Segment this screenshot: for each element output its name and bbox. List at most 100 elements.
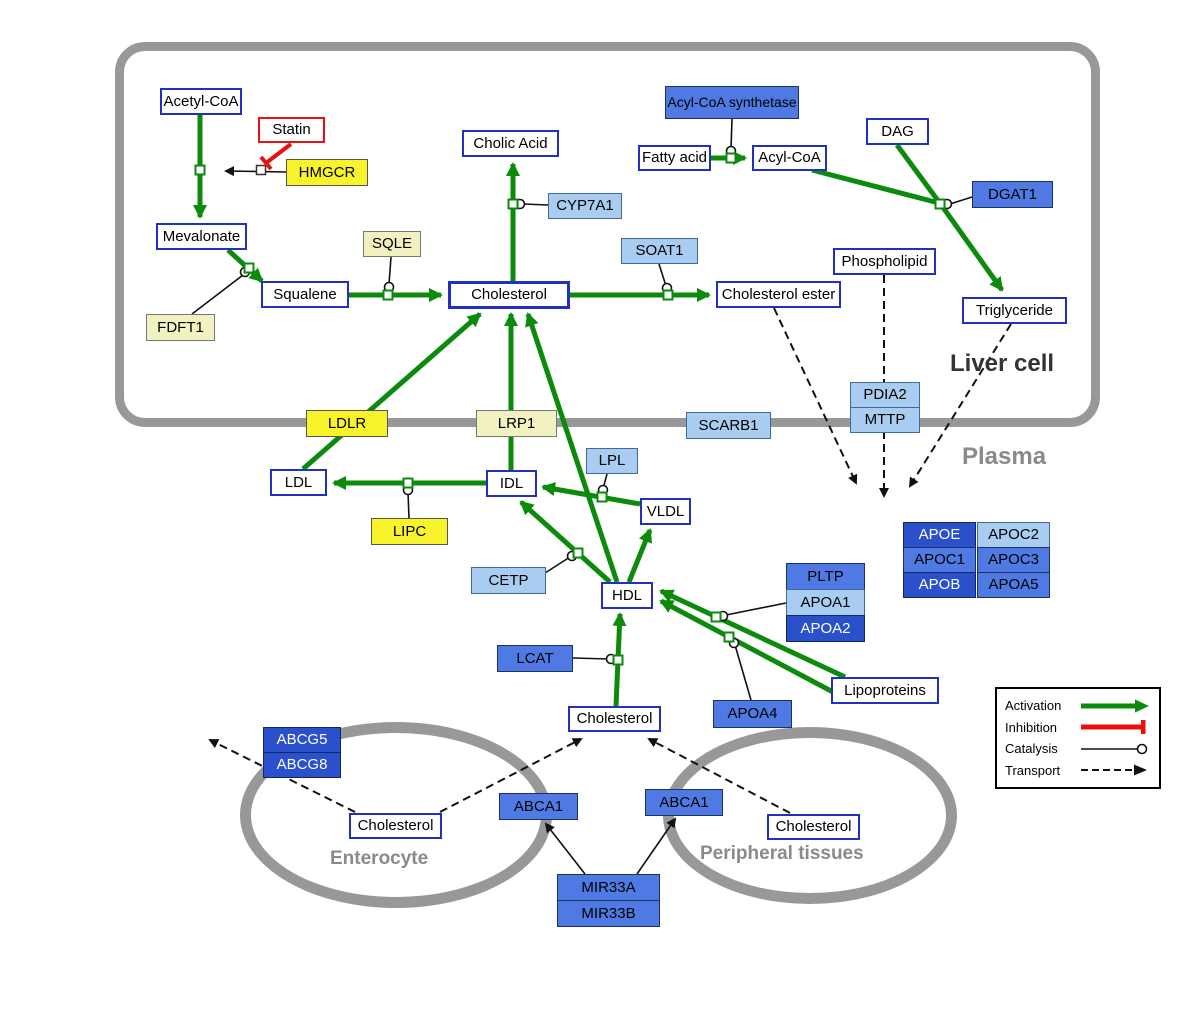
catalysis-lipc: [402, 484, 414, 519]
catalysis-dgat1: [941, 196, 973, 210]
node-cholic-acid[interactable]: Cholic Acid: [462, 130, 559, 157]
node-cetp[interactable]: CETP: [471, 567, 546, 594]
node-apoa2[interactable]: APOA2: [786, 615, 865, 642]
enterocyte-label: Enterocyte: [330, 848, 429, 869]
peripheral-tissues-label: Peripheral tissues: [700, 843, 864, 864]
node-hdl[interactable]: HDL: [601, 582, 653, 609]
node-abcg8[interactable]: ABCG8: [263, 752, 341, 778]
node-cholesterol-liver[interactable]: Cholesterol: [448, 281, 570, 309]
reaction-node: [507, 198, 519, 210]
inhibition-bar-icon: [1081, 720, 1146, 735]
reaction-node: [934, 198, 946, 210]
node-apoe[interactable]: APOE: [903, 522, 976, 548]
arrow-mir33-abca1-right: [636, 817, 677, 875]
plasma-label: Plasma: [962, 443, 1047, 470]
node-pltp[interactable]: PLTP: [786, 563, 865, 590]
node-sqle[interactable]: SQLE: [363, 231, 421, 257]
node-mir33b[interactable]: MIR33B: [557, 900, 660, 927]
catalysis-acylcoa-synthetase: [725, 118, 737, 157]
catalysis-hmgcr: [224, 164, 287, 177]
node-apoa5[interactable]: APOA5: [977, 572, 1050, 598]
node-abca1-peripheral[interactable]: ABCA1: [645, 789, 723, 816]
node-fatty-acid[interactable]: Fatty acid: [638, 145, 711, 171]
transport-arrow-icon: [1081, 764, 1147, 776]
node-lipc[interactable]: LIPC: [371, 518, 448, 545]
legend-inhibition-label: Inhibition: [1005, 719, 1058, 735]
node-cholesterol-enterocyte[interactable]: Cholesterol: [349, 813, 442, 839]
reaction-node: [723, 631, 735, 643]
reaction-node: [572, 547, 584, 559]
node-ldlr[interactable]: LDLR: [306, 410, 388, 437]
catalysis-soat1: [658, 263, 673, 294]
liver-cell-label: Liver cell: [950, 350, 1055, 377]
node-lcat[interactable]: LCAT: [497, 645, 573, 672]
node-dag[interactable]: DAG: [866, 118, 929, 145]
node-statin[interactable]: Statin: [258, 117, 325, 143]
node-abca1-enterocyte[interactable]: ABCA1: [499, 793, 578, 820]
legend-transport-row: Transport: [1005, 760, 1151, 782]
node-mevalonate[interactable]: Mevalonate: [156, 223, 247, 250]
node-acetyl-coa[interactable]: Acetyl-CoA: [160, 88, 242, 115]
edge-hdl-cholesterol: [525, 312, 620, 583]
node-mir33a[interactable]: MIR33A: [557, 874, 660, 901]
node-dgat1[interactable]: DGAT1: [972, 181, 1053, 208]
edge-hdl-vldl: [626, 528, 653, 583]
reaction-node: [725, 152, 737, 164]
edge-dag-dgat-junction: [894, 143, 942, 204]
edge-ldl-cholesterol: [301, 312, 482, 471]
arrow-mir33-abca1-left: [544, 822, 586, 875]
catalysis-lcat: [572, 653, 617, 665]
legend-inhibition-row: Inhibition: [1005, 717, 1151, 739]
node-apoa1[interactable]: APOA1: [786, 589, 865, 616]
node-soat1[interactable]: SOAT1: [621, 238, 698, 264]
node-apoc3[interactable]: APOC3: [977, 547, 1050, 573]
catalysis-cyp7a1: [514, 198, 549, 210]
catalysis-lpl: [597, 473, 609, 496]
reaction-node: [662, 289, 674, 301]
node-lipoproteins[interactable]: Lipoproteins: [831, 677, 939, 704]
reaction-node: [596, 491, 608, 503]
node-apoa4[interactable]: APOA4: [713, 700, 792, 728]
legend-activation-row: Activation: [1005, 695, 1151, 717]
node-acyl-coa-synthetase[interactable]: Acyl-CoA synthetase: [665, 86, 799, 119]
reaction-node: [382, 289, 394, 301]
reaction-node: [194, 164, 206, 176]
inhibition-statin: [259, 142, 293, 171]
node-cholesterol-plasma[interactable]: Cholesterol: [568, 706, 661, 732]
node-scarb1[interactable]: SCARB1: [686, 412, 771, 439]
transport-cholesterolester-plasma: [773, 307, 858, 485]
legend-transport-label: Transport: [1005, 762, 1061, 778]
node-cholesterol-peripheral[interactable]: Cholesterol: [767, 814, 860, 840]
node-vldl[interactable]: VLDL: [640, 498, 691, 525]
node-triglyceride[interactable]: Triglyceride: [962, 297, 1067, 324]
node-lrp1[interactable]: LRP1: [476, 410, 557, 437]
reaction-node: [612, 654, 624, 666]
node-lpl[interactable]: LPL: [586, 448, 638, 474]
legend-catalysis-label: Catalysis: [1005, 741, 1058, 757]
node-squalene[interactable]: Squalene: [261, 281, 349, 308]
node-fdft1[interactable]: FDFT1: [146, 314, 215, 341]
node-hmgcr[interactable]: HMGCR: [286, 159, 368, 186]
legend-catalysis-row: Catalysis: [1005, 738, 1151, 760]
node-phospholipid[interactable]: Phospholipid: [833, 248, 936, 275]
reaction-node: [402, 477, 414, 489]
node-abcg5[interactable]: ABCG5: [263, 727, 341, 753]
transport-peripheral-cholesterol-plasma: [647, 738, 791, 814]
transport-triglyceride-plasma: [908, 323, 1012, 488]
edge-acylcoa-dgat-junction: [811, 167, 940, 206]
activation-arrow-icon: [1081, 699, 1149, 713]
reaction-node: [243, 262, 255, 274]
node-mttp[interactable]: MTTP: [850, 407, 920, 433]
node-apoc2[interactable]: APOC2: [977, 522, 1050, 548]
node-idl[interactable]: IDL: [486, 470, 537, 497]
catalysis-cetp: [544, 550, 578, 574]
node-pdia2[interactable]: PDIA2: [850, 382, 920, 408]
node-cholesterol-ester[interactable]: Cholesterol ester: [716, 281, 841, 308]
node-acyl-coa[interactable]: Acyl-CoA: [752, 145, 827, 171]
node-apoc1[interactable]: APOC1: [903, 547, 976, 573]
node-apob[interactable]: APOB: [903, 572, 976, 598]
node-ldl[interactable]: LDL: [270, 469, 327, 496]
node-cyp7a1[interactable]: CYP7A1: [548, 193, 622, 219]
